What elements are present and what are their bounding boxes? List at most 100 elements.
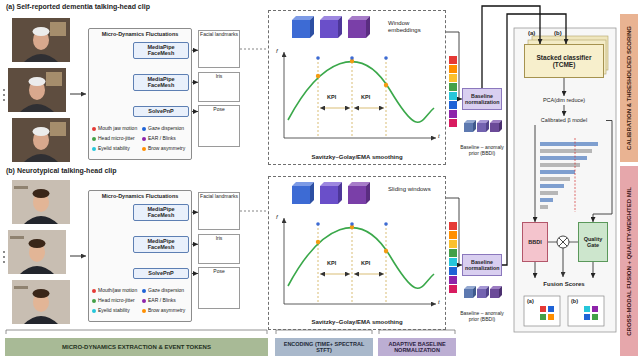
- fusion-panel: [592, 306, 598, 312]
- video-frames: [8, 230, 66, 274]
- normalization-box: Baseline normalization: [462, 88, 502, 110]
- node-text: SolvePnP: [148, 270, 173, 276]
- process-text: PCA(dim reduce): [522, 96, 606, 105]
- fusion-panel: [559, 238, 567, 246]
- connector: [535, 125, 536, 222]
- encoding-plot: [348, 20, 366, 38]
- fusion-panel: [563, 248, 564, 277]
- legend-item: Mouth jaw motion: [92, 126, 137, 131]
- fusion-panel: [524, 296, 560, 326]
- connector: [240, 49, 268, 50]
- video-frames: [3, 94, 5, 96]
- fusion-panel: [540, 177, 570, 181]
- fusion-panel: [540, 149, 592, 153]
- node-text: PCA(dim reduce): [543, 97, 585, 103]
- video-frames: [3, 256, 5, 258]
- fusion-panel: [540, 191, 558, 195]
- fusion-panel: [540, 170, 575, 174]
- encoding-plot: [366, 16, 370, 38]
- legend-text: Mouth jaw motion: [98, 126, 137, 131]
- embedding-column: [490, 123, 499, 132]
- legend-swatch: [142, 137, 146, 141]
- stage-brackets: [6, 330, 267, 334]
- fusion-panel: [584, 306, 590, 312]
- text-label: t: [438, 299, 440, 306]
- video-frames: [8, 68, 66, 112]
- connector: [446, 32, 462, 99]
- encoding-box: Savitzky–Golay/EMA smoothing: [268, 176, 446, 330]
- embedding-column: [486, 120, 489, 132]
- text-label: Sliding windows: [388, 186, 442, 193]
- thumbnail-box: Pose: [198, 105, 240, 147]
- embedding-column: [449, 65, 457, 73]
- legend-text: EAR / Blinks: [148, 136, 176, 141]
- node-text: Facial landmarks: [200, 32, 238, 38]
- legend-item: Gaze dispersion: [142, 288, 184, 293]
- video-frames: [3, 261, 5, 263]
- fusion-panel: [569, 242, 578, 243]
- fusion-panel: [584, 314, 590, 320]
- node-text: Facial landmarks: [200, 194, 238, 200]
- encoding-box: Savitzky–Golay/EMA smoothing: [268, 10, 446, 165]
- process-box: MediaPipe FaceMesh: [133, 236, 189, 253]
- legend-text: Head micro-jitter: [98, 298, 135, 303]
- embedding-column: [473, 120, 476, 132]
- fusion-panel: [568, 296, 604, 326]
- video-frames: [12, 18, 70, 62]
- text-label: (b): [571, 298, 578, 304]
- illustration: [449, 222, 502, 298]
- stage-brackets: [379, 330, 455, 334]
- process-box: MediaPipe FaceMesh: [133, 204, 189, 221]
- process-box: MediaPipe FaceMesh: [133, 74, 189, 91]
- embedding-column: [449, 74, 457, 82]
- encoding-plot: [284, 138, 436, 139]
- node-text: MediaPipe FaceMesh: [136, 44, 186, 57]
- encoding-plot: [316, 74, 320, 78]
- stage-brackets: [6, 330, 455, 334]
- flow-arrow: [70, 94, 86, 95]
- fusion-panel: [514, 28, 616, 332]
- video-frames: [3, 99, 5, 101]
- stage-band: CROSS-MODAL FUSION + QUALITY-WEIGHTED MI…: [620, 166, 638, 356]
- node-text: Baseline – anomaly prior (BBDI): [460, 311, 504, 323]
- node-text: MediaPipe FaceMesh: [136, 76, 186, 89]
- video-frames: [12, 180, 70, 224]
- node-text: Savitzky–Golay/EMA smoothing: [311, 319, 402, 326]
- legend-item: Gaze dispersion: [142, 126, 184, 131]
- fusion-panel: [540, 156, 587, 160]
- process-box: MediaPipe FaceMesh: [133, 42, 189, 59]
- thumbnail-box: Pose: [198, 267, 240, 309]
- text-label: (a): [527, 298, 534, 304]
- legend-swatch: [142, 309, 146, 313]
- legend-item: Eyelid stability: [92, 146, 130, 151]
- fusion-panel: [540, 142, 598, 146]
- legend-text: Brow asymmetry: [148, 146, 185, 151]
- gate-box: Quality Gate: [578, 222, 608, 262]
- connector: [564, 105, 565, 116]
- legend-swatch: [92, 289, 96, 293]
- fusion-panel: [540, 205, 548, 209]
- thumbnail-box: Iris: [198, 72, 240, 102]
- fusion-panel: [592, 314, 598, 320]
- video-frames: [12, 118, 70, 162]
- connector: [446, 198, 462, 265]
- legend-swatch: [92, 299, 96, 303]
- encoding-plot: [316, 56, 320, 60]
- thumbnail-box: Facial landmarks: [198, 30, 240, 68]
- node-text: Quality Gate: [580, 236, 606, 249]
- legend-item: EAR / Blinks: [142, 298, 176, 303]
- legend-text: EAR / Blinks: [148, 298, 176, 303]
- node-text: ADAPTIVE BASELINE NORMALIZATION: [380, 341, 454, 354]
- node-text: SolvePnP: [148, 108, 173, 114]
- classifier-box: Stacked classifier (TCME): [524, 44, 604, 78]
- legend-item: Head micro-jitter: [92, 298, 135, 303]
- encoding-plot: [338, 16, 342, 38]
- stage-band: MICRO-DYNAMICS EXTRACTION & EVENT TOKENS: [5, 338, 268, 356]
- legend-item: Brow asymmetry: [142, 146, 185, 151]
- text-label: f: [276, 214, 278, 221]
- encoding-plot: [284, 52, 285, 138]
- prior-box: Baseline – anomaly prior (BBDI): [460, 142, 504, 160]
- embedding-column: [449, 83, 457, 91]
- encoding-plot: [318, 58, 319, 138]
- fusion-panel: [548, 314, 554, 320]
